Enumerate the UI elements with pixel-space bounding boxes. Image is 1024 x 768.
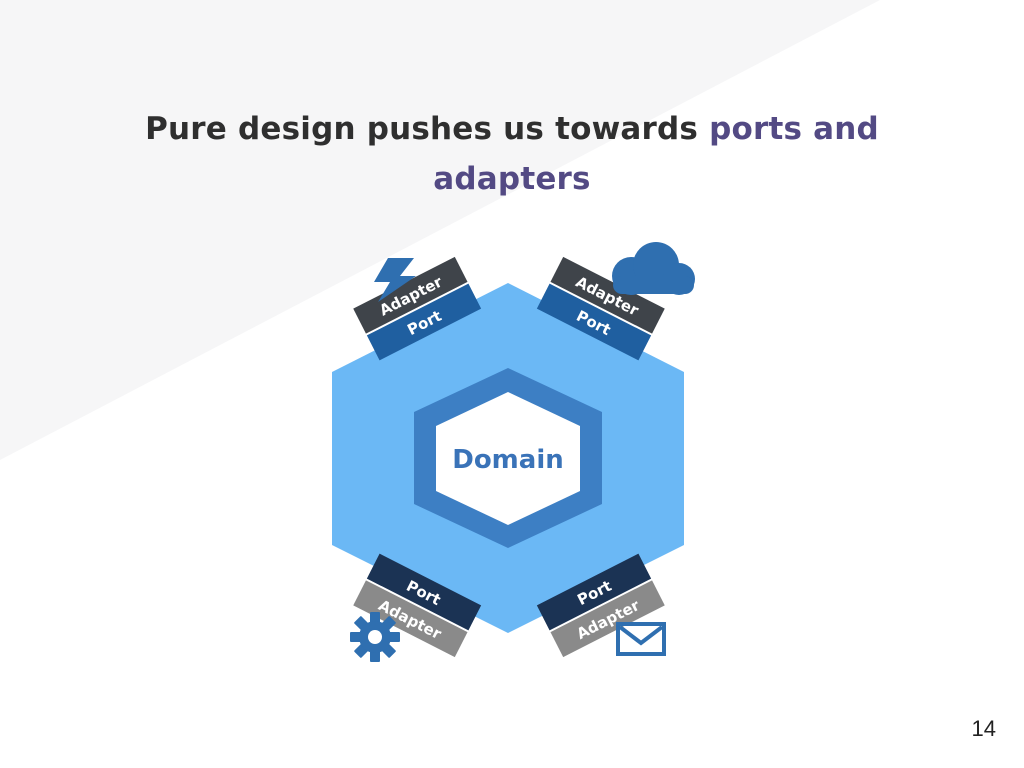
connector-bottom-right: Port Adapter	[536, 553, 665, 658]
port-block-bottom-left	[366, 553, 482, 631]
lightning-icon	[374, 258, 416, 302]
adapter-block-top-right	[550, 256, 665, 334]
port-block-bottom-right	[536, 553, 652, 631]
port-block-top-left	[366, 283, 482, 361]
adapter-block-bottom-left	[353, 580, 468, 658]
page-number: 14	[971, 716, 996, 741]
port-block-top-right	[536, 283, 652, 361]
title-main-text: Pure design pushes us towards	[145, 111, 710, 147]
domain-hexagon	[436, 392, 580, 525]
slide-title: Pure design pushes us towards ports and …	[112, 104, 912, 204]
adapter-block-top-left	[353, 256, 468, 334]
envelope-icon	[616, 622, 666, 656]
cloud-icon	[612, 242, 695, 295]
connector-bottom-left: Port Adapter	[353, 553, 482, 658]
title-accent-text: ports and adapters	[433, 111, 879, 197]
adapter-block-bottom-right	[550, 580, 665, 658]
domain-label: Domain	[452, 445, 564, 475]
gear-icon	[350, 612, 400, 662]
